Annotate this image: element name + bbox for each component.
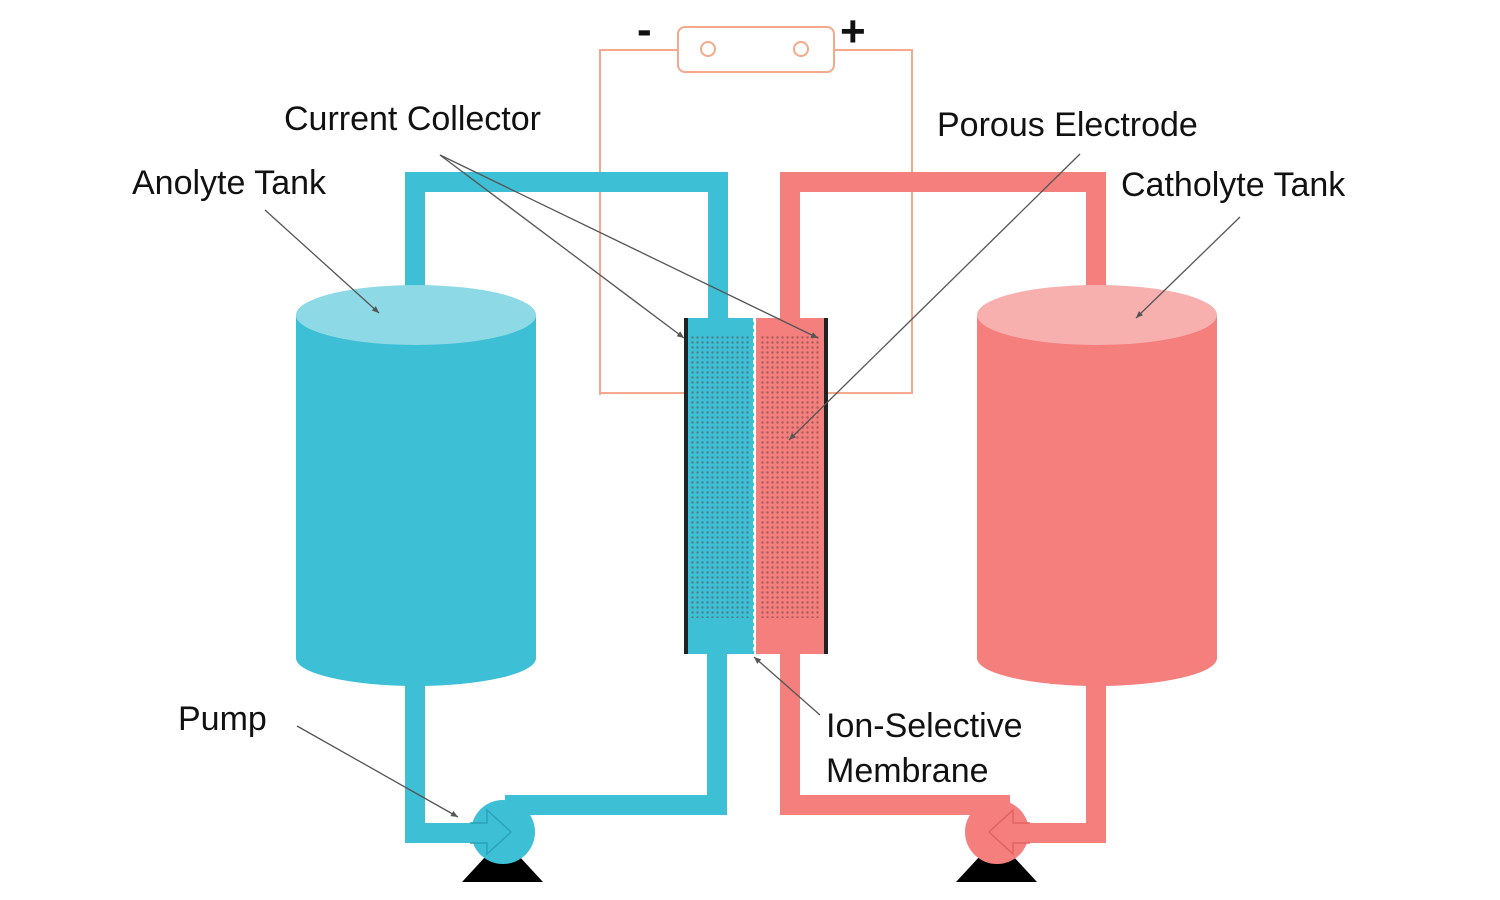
- leader-lines: [264, 153, 1241, 818]
- anode-current-collector: [684, 318, 688, 654]
- anode-porous-electrode: [690, 334, 750, 618]
- anolyte-pump: [462, 800, 543, 882]
- cell-stack: [684, 318, 828, 654]
- negative-terminal-sign: -: [637, 5, 652, 54]
- pump-label: Pump: [178, 700, 267, 738]
- pump-base: [462, 856, 543, 882]
- load-box: [677, 26, 835, 73]
- catholyte-tank: [977, 285, 1217, 686]
- positive-terminal-sign: +: [840, 7, 866, 56]
- anolyte-tank: [296, 285, 536, 686]
- catholyte-tank-label: Catholyte Tank: [1121, 166, 1346, 204]
- porous-electrode-label: Porous Electrode: [937, 106, 1198, 144]
- pump-base: [956, 856, 1037, 882]
- external-circuit: [599, 49, 913, 395]
- membrane-label-line2: Membrane: [826, 752, 989, 790]
- membrane-label-line1: Ion-Selective: [826, 707, 1023, 745]
- catholyte-pipes: [772, 172, 1113, 843]
- anolyte-tank-label: Anolyte Tank: [132, 164, 327, 202]
- cathode-porous-electrode: [759, 334, 821, 618]
- current-collector-label: Current Collector: [284, 100, 541, 138]
- cathode-current-collector: [824, 318, 828, 654]
- catholyte-pump: [956, 800, 1037, 882]
